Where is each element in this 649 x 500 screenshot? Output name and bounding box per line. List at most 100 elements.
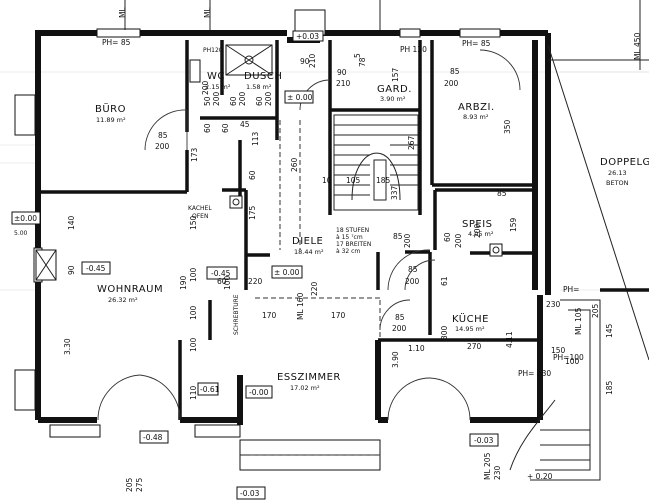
dimension-label: 60	[248, 170, 257, 180]
room-arbzi-name: ARBZI.	[458, 102, 495, 113]
kachelofen-label-1: KACHEL	[188, 205, 212, 212]
room-kueche-name: KÜCHE	[452, 312, 489, 325]
dimension-label: 85	[393, 232, 403, 241]
dimension-label: 3.30	[63, 338, 72, 355]
room-wohnraum-area: 26.32 m²	[108, 296, 138, 304]
level-marker: ± 0.00	[274, 268, 300, 277]
dimension-label: 200	[155, 142, 170, 151]
dimension-label: 85	[158, 131, 168, 140]
ml-mark: ML	[118, 7, 127, 18]
ph-label-buero: PH= 85	[102, 38, 131, 47]
dimension-label: 260	[290, 157, 299, 172]
dimension-label: 145	[605, 323, 614, 338]
doors	[97, 49, 521, 421]
dimension-label: 60	[443, 232, 452, 242]
room-speis-area: 4.05 m²	[468, 230, 494, 238]
level-marker: +0.03	[296, 32, 319, 41]
dimension-label: 60	[203, 123, 212, 133]
dimension-label: 159	[509, 217, 518, 232]
level-marker: 5.00	[14, 230, 28, 237]
room-wc-area: 2.15 m²	[205, 83, 231, 91]
dimension-label: 60	[229, 96, 238, 106]
dimension-label: 157	[391, 67, 400, 82]
ph-label-100: PH=100	[553, 353, 584, 362]
room-speis-name: SPEIS	[462, 219, 493, 230]
outdoor-stairs	[509, 299, 601, 481]
dimension-label: 100	[189, 337, 198, 352]
dimension-label: 200	[392, 324, 407, 333]
stairs-label-2: à 15 ⁷cm	[336, 234, 363, 241]
dimension-label: 190	[179, 275, 188, 290]
dimension-label: 113	[251, 131, 260, 146]
level-marker: -0.03	[474, 436, 494, 445]
dimension-label: 4.11	[505, 331, 514, 348]
level-markers: ±0.00 5.00 -0.45 -0.45 -0.00 -0.48 -0.03…	[11, 30, 553, 500]
stairs-label-1: 18 STUFEN	[336, 227, 369, 234]
dimension-label: 275	[135, 477, 144, 492]
dimension-label: 173	[190, 147, 199, 162]
dimension-label: 90	[300, 57, 310, 66]
level-marker: -0.00	[249, 388, 269, 397]
stairs-label-3: 17 BREITEN	[336, 241, 371, 248]
schrank-label: SCHREBTURE	[233, 294, 240, 335]
dimension-label: 210	[336, 79, 351, 88]
room-garage-note: BETON	[606, 179, 629, 187]
bathroom-fixtures	[35, 44, 503, 281]
dimension-label: 185	[376, 176, 391, 185]
dimension-label: 1.10	[408, 344, 425, 353]
level-marker: -0.45	[211, 269, 231, 278]
ph-label-wc: PH120	[203, 47, 223, 54]
dimension-label: 205	[591, 303, 600, 318]
dimension-label: ML 450	[633, 32, 642, 60]
room-esszimmer-name: ESSZIMMER	[277, 372, 341, 383]
top-marks: ML ML	[118, 0, 641, 70]
dimension-label: 200	[444, 79, 459, 88]
dimension-label: 110	[189, 385, 198, 400]
dimension-label: 200	[212, 91, 221, 106]
dimension-label: 185	[605, 380, 614, 395]
dimension-label: 200	[405, 277, 420, 286]
dimension-label: 100	[189, 305, 198, 320]
dimension-label: 140	[67, 215, 76, 230]
dimension-label: 105	[346, 176, 361, 185]
dimension-label: 175	[248, 205, 257, 220]
dimension-label: 60	[221, 123, 230, 133]
room-buero-area: 11.89 m²	[96, 116, 126, 124]
dimension-label: 170	[331, 311, 346, 320]
room-diele-name: DIELE	[292, 236, 323, 247]
staircase	[333, 114, 419, 211]
dimension-label: 100	[189, 267, 198, 282]
dimension-label: 100	[223, 275, 232, 290]
dimension-label: 205	[125, 477, 134, 492]
dimension-label: 270	[467, 342, 482, 351]
room-diele-area: 18.44 m²	[294, 248, 324, 256]
room-arbzi-area: 8.93 m²	[463, 113, 489, 121]
stairs-label-4: à 32 cm	[336, 248, 360, 255]
room-labels: BÜRO 11.89 m² WC 2.15 m² DUSCH 1.58 m² G…	[95, 71, 649, 392]
dimension-label: 200	[403, 233, 412, 248]
dimension-label: 85	[395, 313, 405, 322]
dimension-label: 10	[322, 176, 332, 185]
dimension-label: 350	[503, 119, 512, 134]
dimension-label: 45	[240, 120, 250, 129]
ph-label-right: PH=	[563, 285, 579, 294]
level-marker: -0.03	[240, 489, 260, 498]
dimension-label: 90	[67, 265, 76, 275]
dimension-label: 200	[473, 223, 482, 238]
room-dusche-name: DUSCH	[244, 71, 282, 82]
level-marker: ± 0.00	[287, 93, 313, 102]
dimension-label: 210	[308, 53, 317, 68]
ph-label-gard: PH 120	[400, 45, 427, 54]
dimension-label: 200	[454, 233, 463, 248]
dimension-label: 267	[407, 135, 416, 150]
dimension-label: ML 160	[296, 292, 305, 320]
dimension-label: 60	[217, 277, 227, 286]
dimension-label: 61	[440, 276, 449, 286]
dimension-label: 170	[262, 311, 277, 320]
dimension-label: 200	[201, 80, 210, 95]
dimension-label: 230	[493, 465, 502, 480]
dimension-label: 90	[337, 68, 347, 77]
room-dusche-area: 1.58 m²	[246, 83, 272, 91]
ph-label-kueche: PH= 130	[518, 369, 551, 378]
